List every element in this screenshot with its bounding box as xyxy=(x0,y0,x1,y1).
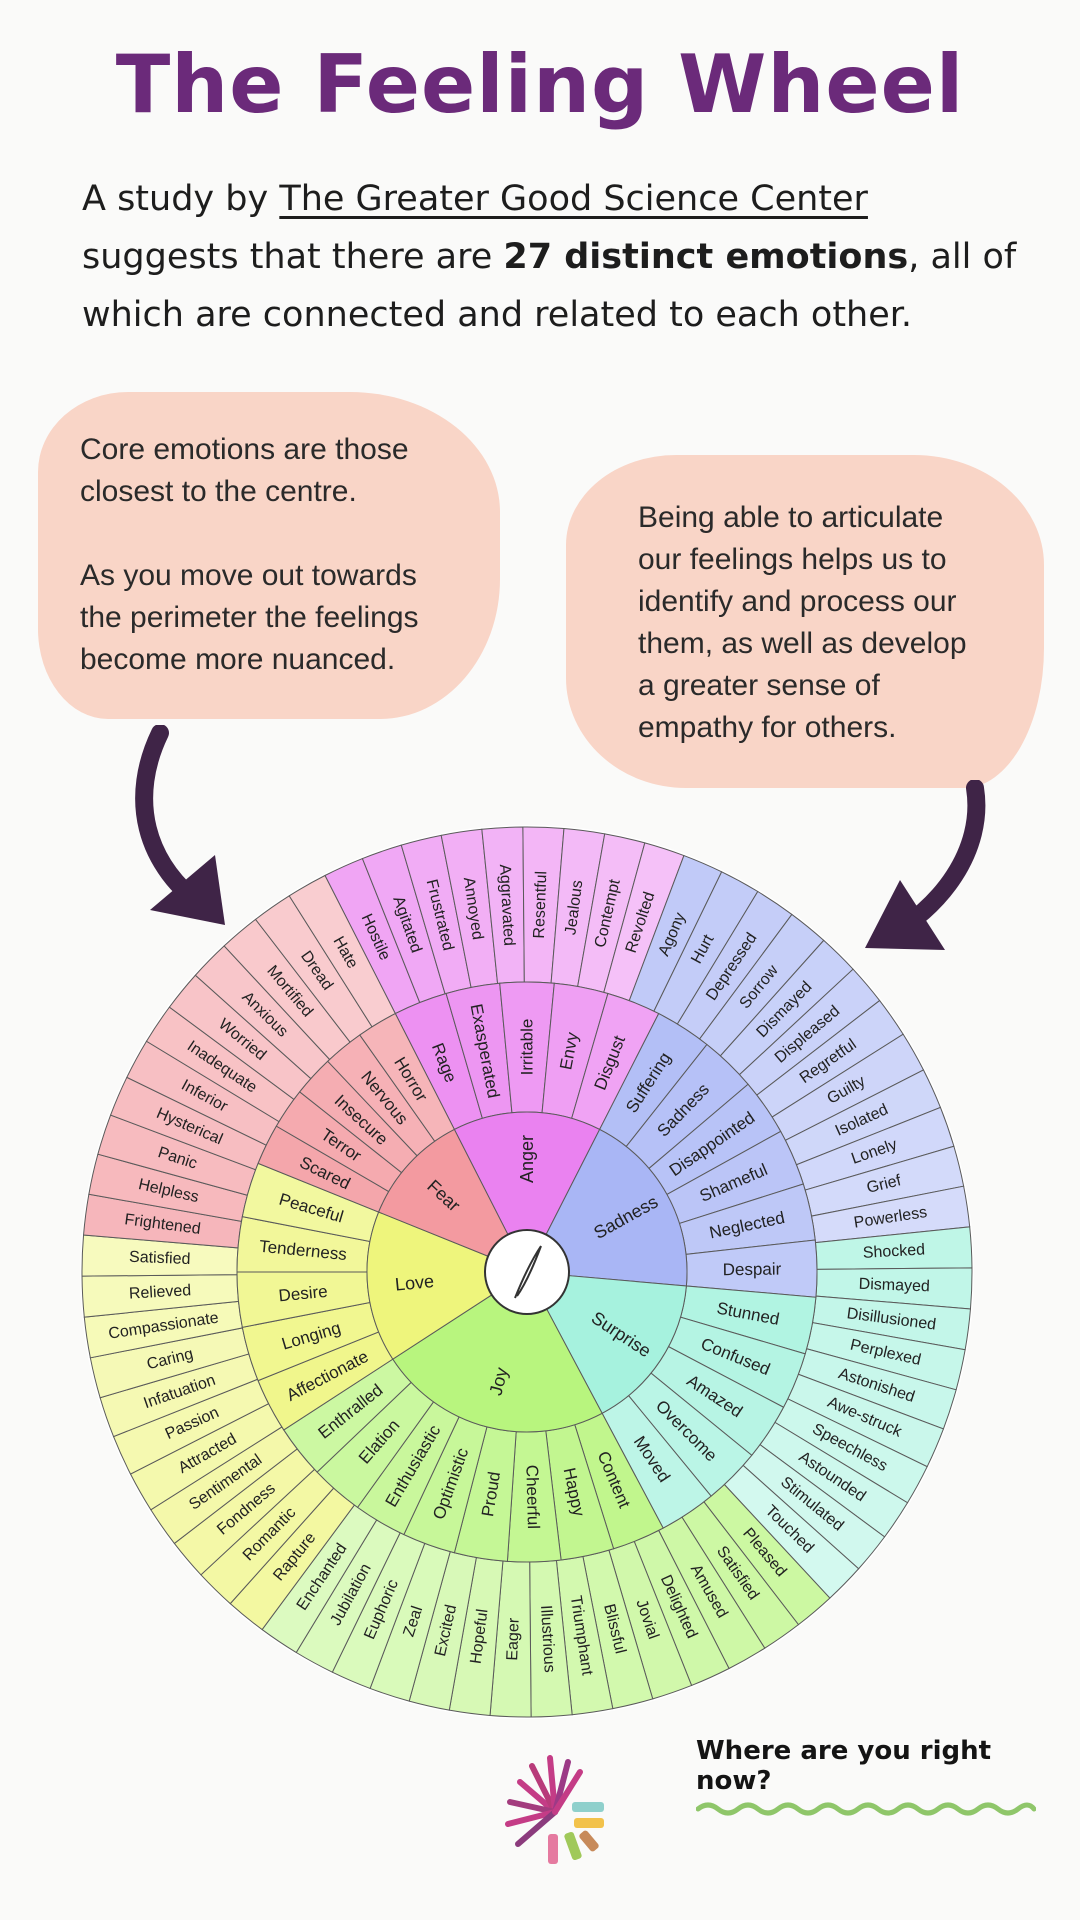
bubble-right-line: a greater sense of xyxy=(638,669,880,702)
page-title: The Feeling Wheel xyxy=(115,38,965,131)
bubble-left-line: As you move out towards xyxy=(80,559,417,592)
bubble-right-line: identify and process our xyxy=(638,585,957,618)
intro-line2-end: , all of xyxy=(908,237,1017,277)
outer-emotion-label: Shocked xyxy=(862,1241,925,1261)
secondary-emotion-label: Cheerful xyxy=(522,1465,543,1530)
left-curved-arrow-icon xyxy=(135,725,225,925)
intro-line-2: suggests that there are 27 distinct emot… xyxy=(82,228,1042,286)
emotions-count-emphasis: 27 distinct emotions xyxy=(503,237,909,277)
secondary-emotion-label: Despair xyxy=(723,1260,782,1280)
outer-emotion-label: Hopeful xyxy=(468,1608,492,1665)
call-to-action: Where are you right now? xyxy=(695,1736,1046,1826)
intro-line2-start: suggests that there are xyxy=(82,237,504,277)
outer-emotion-label: Jealous xyxy=(562,879,586,936)
intro-prefix: A study by xyxy=(82,179,280,219)
quill-icon xyxy=(514,1245,542,1299)
wavy-underline-icon xyxy=(695,1802,1037,1816)
outer-emotion-label: Eager xyxy=(504,1617,523,1661)
core-emotions-bubble: Core emotions are those closest to the c… xyxy=(38,392,500,719)
core-emotion-label: Anger xyxy=(517,1135,537,1183)
core-emotion-label: Love xyxy=(394,1271,435,1295)
intro-line-3: which are connected and related to each … xyxy=(82,295,913,335)
secondary-emotion-label: Irritable xyxy=(518,1019,537,1076)
articulate-feelings-bubble: Being able to articulate our feelings he… xyxy=(566,455,1044,788)
bubble-right-line: Being able to articulate xyxy=(638,501,944,534)
outer-emotion-label: Illustrious xyxy=(537,1605,558,1673)
greater-good-link[interactable]: The Greater Good Science Center xyxy=(279,179,868,219)
bubble-left-line: become more nuanced. xyxy=(80,643,396,676)
bubble-right-line: our feelings helps us to xyxy=(638,543,947,576)
bubble-left-line: closest to the centre. xyxy=(80,475,357,508)
outer-emotion-label: Resentful xyxy=(531,871,550,939)
outer-emotion-label: Satisfied xyxy=(129,1249,191,1268)
bubble-right-line: them, as well as develop xyxy=(638,627,967,660)
secondary-emotion-label: Desire xyxy=(278,1282,329,1306)
bubble-right-line: empathy for others. xyxy=(638,711,897,744)
sunburst-logo-icon xyxy=(505,1755,604,1864)
bubble-left-line: Core emotions are those xyxy=(80,433,409,466)
right-curved-arrow-icon xyxy=(865,780,986,950)
intro-text: A study by The Greater Good Science Cent… xyxy=(82,170,1042,344)
intro-line-1: A study by The Greater Good Science Cent… xyxy=(82,170,1042,228)
cta-text: Where are you right now? xyxy=(696,1736,992,1796)
bubble-left-line: the perimeter the feelings xyxy=(80,601,419,634)
outer-emotion-label: Aggravated xyxy=(496,864,518,947)
outer-emotion-label: Dismayed xyxy=(858,1276,930,1296)
outer-emotion-label: Relieved xyxy=(129,1282,192,1302)
